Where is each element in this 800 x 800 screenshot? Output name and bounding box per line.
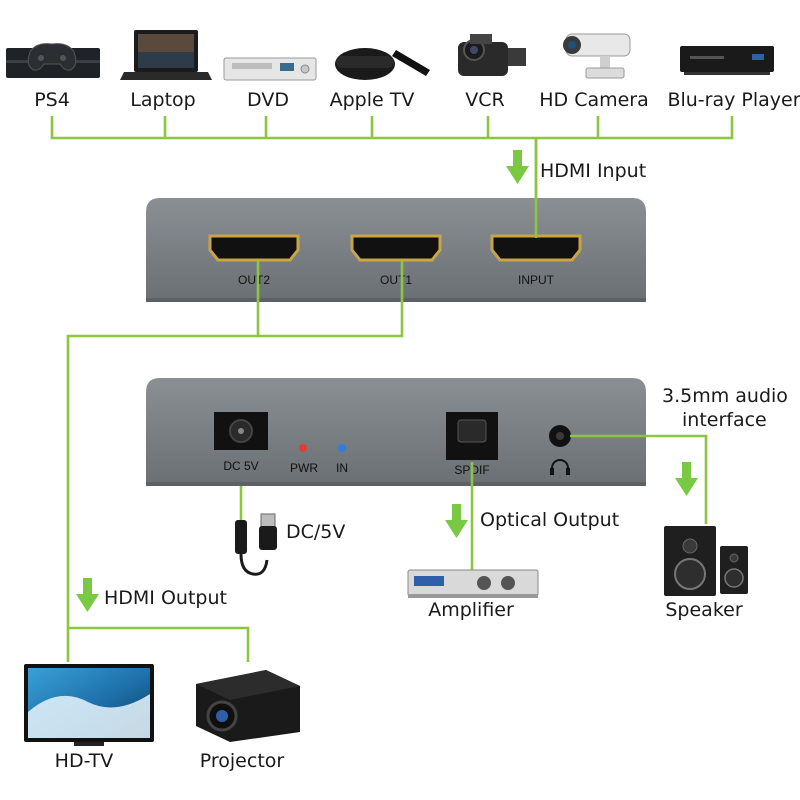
- source-label-ps4: PS4: [34, 89, 70, 111]
- output-device-projector: Projector: [196, 670, 300, 772]
- port-label-out2: OUT2: [238, 273, 270, 287]
- hdmi-input-label: HDMI Input: [540, 160, 646, 182]
- splitter-back-panel: DC 5V PWR IN SPDIF: [146, 378, 646, 486]
- hdmi-port-out1[interactable]: OUT1: [350, 234, 442, 287]
- speaker-icon: [664, 526, 748, 596]
- amplifier-icon: [407, 569, 539, 598]
- dc5v-label: DC/5V: [286, 521, 345, 543]
- source-label-laptop: Laptop: [130, 89, 195, 111]
- hdmi-port-input[interactable]: INPUT: [490, 234, 582, 287]
- output-device-hdtv: HD-TV: [24, 664, 154, 772]
- laptop-icon: [120, 30, 212, 80]
- hdmi-input-arrow: [506, 150, 529, 184]
- tv-icon: [24, 664, 154, 746]
- pwr-led: PWR: [290, 444, 318, 475]
- pwr-led-label: PWR: [290, 461, 318, 475]
- dvd-player-icon: [223, 57, 317, 81]
- game-console-icon: [6, 43, 100, 78]
- bluray-player-icon: [680, 46, 774, 75]
- optical-output-wire: [445, 462, 474, 572]
- security-camera-icon: [563, 33, 631, 79]
- apple-tv-icon: [335, 48, 430, 80]
- source-vcr: VCR: [458, 34, 526, 111]
- dc-power-port[interactable]: DC 5V: [214, 412, 268, 473]
- source-laptop: Laptop: [120, 30, 212, 111]
- source-label-apple-tv: Apple TV: [330, 89, 415, 111]
- dc-port-label: DC 5V: [223, 459, 258, 473]
- source-bluray: Blu-ray Player: [667, 46, 800, 111]
- projector-label: Projector: [200, 750, 285, 772]
- audio-interface-label-line2: interface: [682, 409, 767, 431]
- hdtv-label: HD-TV: [55, 750, 114, 772]
- source-label-hd-camera: HD Camera: [539, 89, 649, 111]
- in-led: IN: [336, 444, 348, 475]
- splitter-front-panel: OUT2 OUT1 INPUT: [146, 198, 646, 302]
- in-led-label: IN: [336, 461, 348, 475]
- source-ps4: PS4: [6, 43, 100, 111]
- source-label-bluray: Blu-ray Player: [667, 89, 800, 111]
- optical-output-label: Optical Output: [480, 509, 619, 531]
- output-wires: [66, 138, 538, 662]
- headphone-icon: [551, 459, 569, 474]
- port-label-input: INPUT: [518, 273, 555, 287]
- port-label-out1: OUT1: [380, 273, 412, 287]
- audio-device-amplifier: Amplifier: [407, 569, 539, 621]
- amplifier-label: Amplifier: [428, 599, 514, 621]
- hdmi-output-arrow: [76, 578, 99, 612]
- audio-wire: [570, 434, 708, 524]
- projector-icon: [196, 670, 300, 742]
- source-hd-camera: HD Camera: [539, 33, 649, 111]
- spdif-port[interactable]: SPDIF: [446, 412, 498, 477]
- speaker-label: Speaker: [665, 599, 742, 621]
- audio-jack[interactable]: [549, 425, 571, 475]
- audio-interface-label-line1: 3.5mm audio: [662, 385, 788, 407]
- source-dvd: DVD: [223, 57, 317, 111]
- hdmi-output-label: HDMI Output: [104, 587, 227, 609]
- source-apple-tv: Apple TV: [330, 48, 430, 111]
- hdmi-port-out2[interactable]: OUT2: [208, 234, 300, 287]
- source-label-dvd: DVD: [247, 89, 289, 111]
- source-label-vcr: VCR: [465, 89, 504, 111]
- audio-device-speaker: Speaker: [664, 526, 748, 621]
- dc-power-cable: [235, 486, 277, 576]
- camcorder-icon: [458, 34, 526, 76]
